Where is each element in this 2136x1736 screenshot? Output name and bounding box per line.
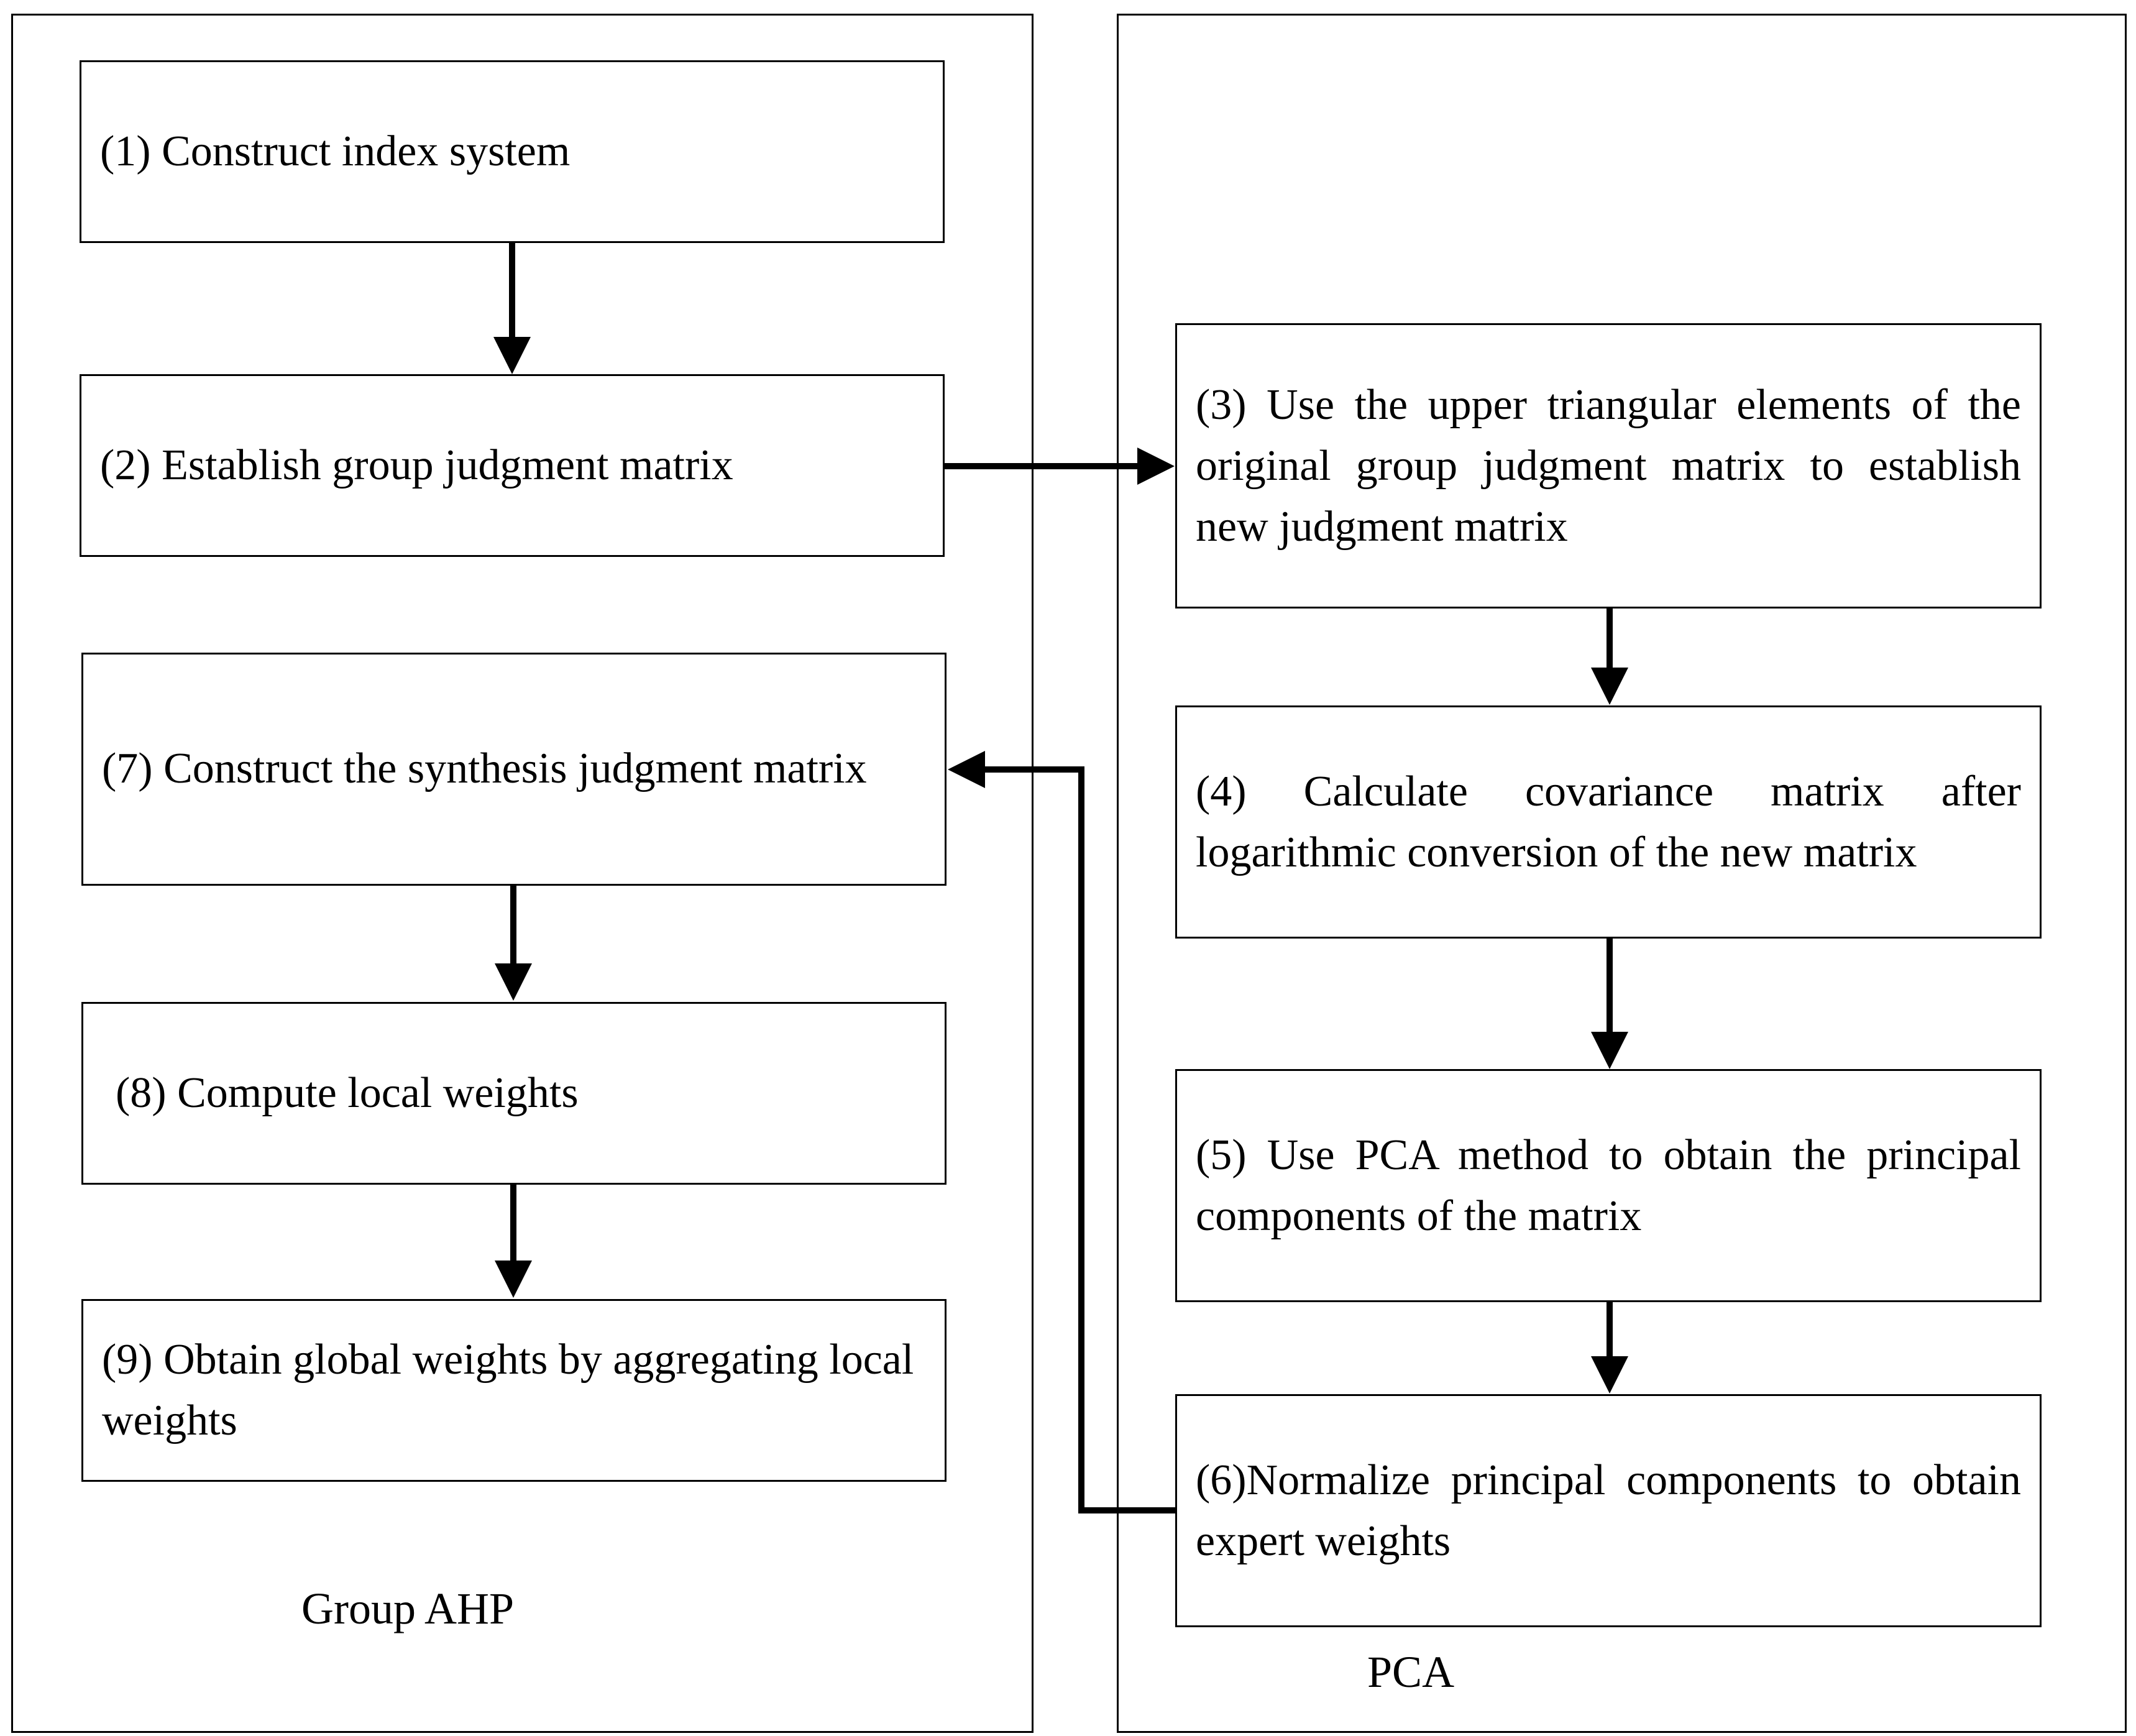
step-1-text: (1) Construct index system [100, 127, 571, 175]
step-2-establish-group-judgment-matrix: (2) Establish group judgment matrix [80, 374, 945, 557]
step-4-text: (4) Calculate covariance matrix after lo… [1196, 767, 2021, 876]
pca-label: PCA [1367, 1647, 1455, 1697]
step-6-normalize-principal-components: (6)Normalize principal components to obt… [1175, 1394, 2042, 1627]
step-2-text: (2) Establish group judgment matrix [100, 441, 733, 489]
step-9-obtain-global-weights: (9) Obtain global weights by aggregating… [81, 1299, 947, 1482]
group-ahp-label: Group AHP [301, 1584, 515, 1633]
step-7-text: (7) Construct the synthesis judgment mat… [102, 745, 867, 792]
step-4-calculate-covariance-matrix: (4) Calculate covariance matrix after lo… [1175, 705, 2042, 939]
step-8-text: (8) Compute local weights [116, 1069, 579, 1117]
step-1-construct-index-system: (1) Construct index system [80, 60, 945, 243]
step-5-pca-principal-components: (5) Use PCA method to obtain the princip… [1175, 1069, 2042, 1302]
step-3-upper-triangular-elements: (3) Use the upper triangular elements of… [1175, 323, 2042, 609]
step-7-construct-synthesis-judgment-matrix: (7) Construct the synthesis judgment mat… [81, 653, 947, 886]
step-3-text: (3) Use the upper triangular elements of… [1196, 380, 2021, 551]
step-9-text: (9) Obtain global weights by aggregating… [102, 1336, 914, 1444]
step-5-text: (5) Use PCA method to obtain the princip… [1196, 1131, 2021, 1240]
arrow-6-to-7 [948, 751, 1175, 1513]
step-6-text: (6)Normalize principal components to obt… [1196, 1456, 2021, 1565]
step-8-compute-local-weights: (8) Compute local weights [81, 1002, 947, 1185]
